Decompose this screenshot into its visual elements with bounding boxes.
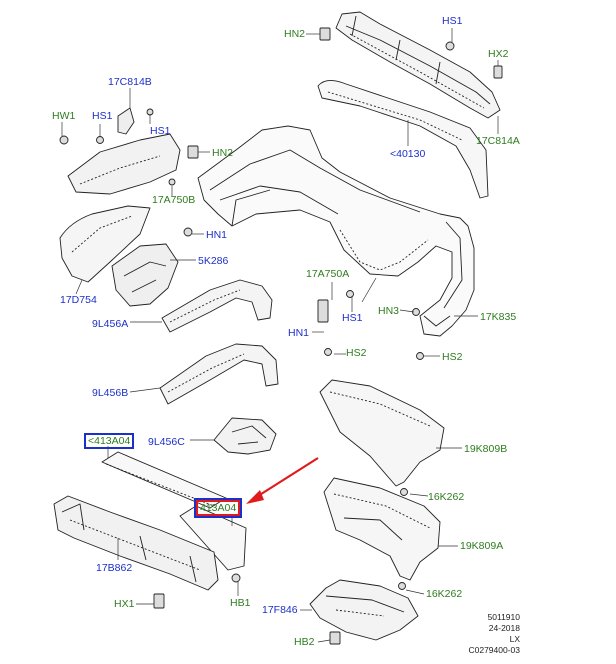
fasteners — [59, 27, 503, 645]
side-cover-17d754 — [59, 205, 151, 283]
label-17b862: 17B862 — [96, 562, 133, 574]
label-hb2: HB2 — [294, 636, 315, 648]
panel-19k809b — [319, 379, 445, 487]
label-19k809b: 19K809B — [464, 443, 508, 455]
bumper-cover-upper — [317, 80, 489, 199]
panel-17f846 — [309, 579, 419, 641]
label-16k262-top: 16K262 — [428, 491, 465, 503]
label-hb1: HB1 — [230, 597, 251, 609]
panel-9l456b — [159, 343, 279, 405]
label-hs2-mid: HS2 — [346, 347, 367, 359]
label-17k835: 17K835 — [480, 311, 517, 323]
label-hs1-left2: HS1 — [150, 125, 171, 137]
panel-9l456a — [161, 279, 273, 333]
label-hn1-left: HN1 — [206, 229, 228, 241]
upper-bumper-member — [335, 11, 501, 119]
label-9l456a: 9L456A — [92, 318, 129, 330]
energy-absorber-17b862 — [53, 495, 219, 591]
footer-line-2: 24-2018 — [488, 623, 520, 633]
label-hn2-mid: HN2 — [212, 147, 234, 159]
label-17a750b: 17A750B — [152, 194, 196, 206]
label-17d754: 17D754 — [60, 294, 97, 306]
footer-line-3: LX — [509, 634, 520, 644]
footer-line-1: 5011910 — [487, 612, 520, 622]
label-19k809a: 19K809A — [460, 540, 504, 552]
label-413a04-left: <413A04 — [84, 433, 135, 449]
label-hs1-top: HS1 — [442, 15, 463, 27]
label-9l456c: 9L456C — [148, 436, 185, 448]
label-17a750a: 17A750A — [306, 268, 350, 280]
label-9l456b: 9L456B — [92, 387, 129, 399]
footer-line-4: C0279400-03 — [468, 645, 520, 655]
label-40130: <40130 — [390, 148, 426, 160]
label-17c814b: 17C814B — [108, 76, 152, 88]
leader-lines — [61, 28, 499, 643]
panel-9l456c — [213, 417, 277, 455]
label-413a04-right-highlighted: 413A04 — [193, 498, 243, 518]
label-17c814a: 17C814A — [476, 135, 520, 147]
label-hn3: HN3 — [378, 305, 400, 317]
bracket-5k286 — [111, 243, 179, 307]
main-bumper-cover — [197, 125, 475, 337]
label-16k262-bot: 16K262 — [426, 588, 463, 600]
strip-413a04-left — [101, 451, 227, 509]
strip-413a04-right — [179, 505, 247, 571]
label-hx2: HX2 — [488, 48, 509, 60]
footer-reference: 5011910 24-2018 LX C0279400-03 — [440, 612, 520, 656]
label-hw1: HW1 — [52, 110, 76, 122]
label-hs1-mid: HS1 — [342, 312, 363, 324]
label-hx1: HX1 — [114, 598, 135, 610]
label-5k286: 5K286 — [198, 255, 229, 267]
red-arrow — [246, 457, 319, 504]
label-hn1-mid: HN1 — [288, 327, 310, 339]
left-side-bracket — [67, 107, 181, 195]
label-hs2-right: HS2 — [442, 351, 463, 363]
label-17f846: 17F846 — [262, 604, 298, 616]
label-hs1-left: HS1 — [92, 110, 113, 122]
label-hn2-top: HN2 — [284, 28, 306, 40]
panel-19k809a — [323, 477, 441, 581]
